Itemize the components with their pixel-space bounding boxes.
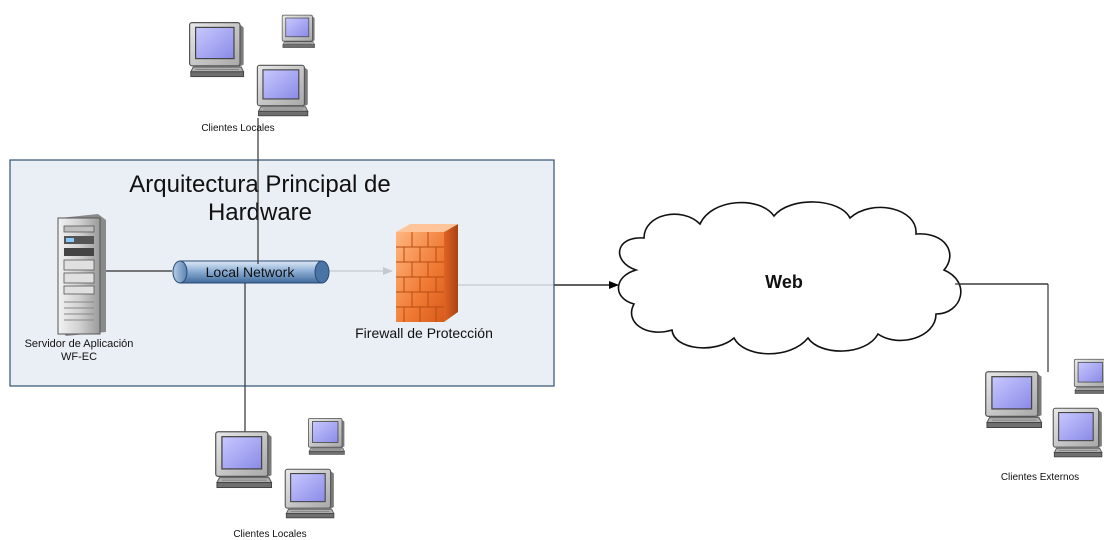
server-label-line1: Servidor de Aplicación — [25, 338, 134, 350]
computer-icon — [1052, 407, 1103, 458]
computer-icon — [985, 371, 1043, 429]
computer-icon — [281, 14, 315, 48]
computer-icon — [1073, 358, 1104, 394]
network-label: Local Network — [206, 264, 296, 280]
computer-icon — [256, 64, 309, 117]
computer-icon — [307, 417, 345, 455]
cloud-label: Web — [765, 272, 803, 292]
client-group-external: Clientes Externos — [985, 358, 1104, 483]
zone-title-line2: Hardware — [208, 199, 312, 226]
zone-title-line1: Arquitectura Principal de — [129, 171, 390, 198]
server-label-line2: WF-EC — [61, 351, 97, 363]
computer-icon — [188, 21, 245, 78]
client-group-bottom-label: Clientes Locales — [233, 529, 306, 540]
computer-icon — [215, 431, 273, 489]
client-group-external-label: Clientes Externos — [1001, 472, 1079, 483]
computer-icon — [284, 468, 335, 519]
network-bus-cylinder-icon — [172, 260, 330, 284]
firewall-label: Firewall de Protección — [355, 325, 493, 341]
brick-firewall-icon — [396, 224, 458, 322]
server-tower-icon — [57, 214, 106, 336]
client-group-top: Clientes Locales — [188, 14, 315, 134]
cloud-icon — [617, 201, 962, 355]
client-group-top-label: Clientes Locales — [201, 123, 274, 134]
client-group-bottom: Clientes Locales — [215, 417, 345, 540]
